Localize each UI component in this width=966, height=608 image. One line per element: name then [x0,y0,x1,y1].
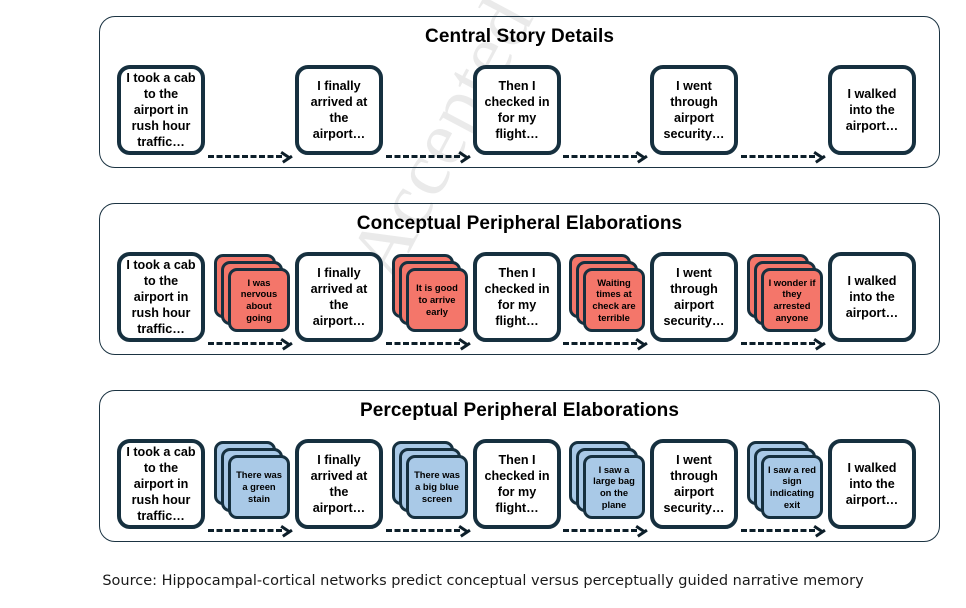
arrow-perceptual-1 [208,523,296,537]
card-stack-perceptual-1: There was a green stain [214,441,290,519]
arrow-central-4 [741,149,829,163]
card-stack-perceptual-3: I saw a large bag on the plane [569,441,645,519]
story-box-2: I finally arrived at the airport… [295,65,383,155]
story-box-perceptual-4: I went through airport security… [650,439,738,529]
card-stack-perceptual-4: I saw a red sign indicating exit [747,441,823,519]
figure-source-caption: Source: Hippocampal-cortical networks pr… [102,573,864,589]
panel-title-conceptual: Conceptual Peripheral Elaborations [356,213,683,234]
story-box-1: I took a cab to the airport in rush hour… [117,65,205,155]
arrow-conceptual-3 [563,336,651,350]
card-stack-conceptual-4: I wonder if they arrested anyone [747,254,823,332]
story-box-perceptual-1: I took a cab to the airport in rush hour… [117,439,205,529]
story-box-conceptual-1: I took a cab to the airport in rush hour… [117,252,205,342]
arrow-perceptual-2 [386,523,474,537]
panel-perceptual-elaborations: Perceptual Peripheral Elaborations [99,390,940,542]
story-box-conceptual-3: Then I checked in for my flight… [473,252,561,342]
arrow-central-1 [208,149,296,163]
card-stack-conceptual-1: I was nervous about going [214,254,290,332]
card-front: I saw a red sign indicating exit [761,455,823,519]
story-box-3: Then I checked in for my flight… [473,65,561,155]
card-front: There was a big blue screen [406,455,468,519]
story-box-conceptual-4: I went through airport security… [650,252,738,342]
card-front: It is good to arrive early [406,268,468,332]
panel-title-perceptual: Perceptual Peripheral Elaborations [359,400,680,421]
card-front: There was a green stain [228,455,290,519]
story-box-4: I went through airport security… [650,65,738,155]
panel-title-central: Central Story Details [425,26,614,47]
card-front: Waiting times at check are terrible [583,268,645,332]
story-box-perceptual-3: Then I checked in for my flight… [473,439,561,529]
card-stack-conceptual-2: It is good to arrive early [392,254,468,332]
arrow-perceptual-4 [741,523,829,537]
arrow-conceptual-2 [386,336,474,350]
story-box-conceptual-5: I walked into the airport… [828,252,916,342]
arrow-conceptual-4 [741,336,829,350]
story-box-perceptual-5: I walked into the airport… [828,439,916,529]
story-box-5: I walked into the airport… [828,65,916,155]
card-stack-conceptual-3: Waiting times at check are terrible [569,254,645,332]
panel-central-story-details: Central Story Details [99,16,940,168]
card-front: I saw a large bag on the plane [583,455,645,519]
card-front: I wonder if they arrested anyone [761,268,823,332]
card-front: I was nervous about going [228,268,290,332]
arrow-central-3 [563,149,651,163]
card-stack-perceptual-2: There was a big blue screen [392,441,468,519]
arrow-conceptual-1 [208,336,296,350]
arrow-central-2 [386,149,474,163]
arrow-perceptual-3 [563,523,651,537]
story-box-conceptual-2: I finally arrived at the airport… [295,252,383,342]
panel-conceptual-elaborations: Conceptual Peripheral Elaborations [99,203,940,355]
story-box-perceptual-2: I finally arrived at the airport… [295,439,383,529]
